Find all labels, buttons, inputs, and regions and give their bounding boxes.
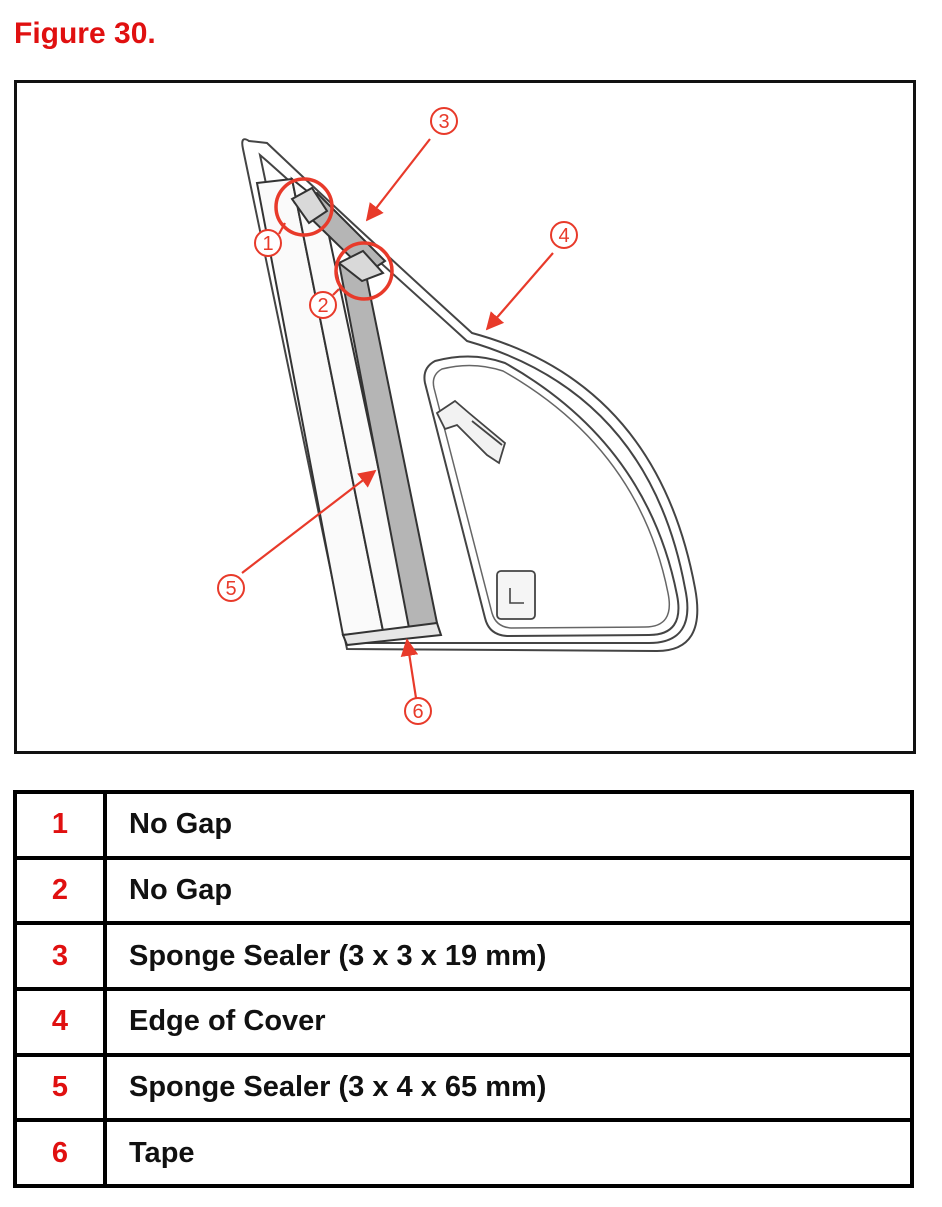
- legend-description: No Gap: [103, 790, 914, 860]
- legend-number: 2: [13, 855, 107, 926]
- legend-number: 6: [13, 1118, 107, 1188]
- legend-number: 5: [13, 1052, 107, 1123]
- table-row: 5 Sponge Sealer (3 x 4 x 65 mm): [13, 1052, 914, 1123]
- legend-table: 1 No Gap 2 No Gap 3 Sponge Sealer (3 x 3…: [13, 790, 914, 1188]
- inner-panel-lip: [432, 364, 670, 629]
- callout-5: 5: [217, 574, 245, 602]
- callout-6: 6: [404, 697, 432, 725]
- tape-end: [341, 621, 443, 647]
- legend-description: Sponge Sealer (3 x 3 x 19 mm): [103, 921, 914, 991]
- strip-caps: [290, 186, 385, 283]
- figure-title: Figure 30.: [14, 17, 156, 50]
- trim-cover-diagram: 1 2 3 4 5 6: [217, 107, 699, 725]
- callout-4: 4: [550, 221, 578, 249]
- table-row: 3 Sponge Sealer (3 x 3 x 19 mm): [13, 921, 914, 991]
- tab-icon: [496, 570, 536, 620]
- inner-panel: [423, 355, 680, 638]
- callout-3-label: 3: [438, 111, 449, 133]
- clip-icon: [435, 399, 507, 465]
- table-row: 6 Tape: [13, 1118, 914, 1188]
- no-gap-circle-2: [334, 241, 394, 301]
- callout-6-label: 6: [412, 701, 423, 723]
- callout-1-label: 1: [262, 233, 273, 255]
- callout-2-label: 2: [317, 295, 328, 317]
- callout-2: 2: [309, 291, 337, 319]
- callout-3: 3: [430, 107, 458, 135]
- legend-description: Tape: [103, 1118, 914, 1188]
- table-row: 4 Edge of Cover: [13, 986, 914, 1057]
- table-row: 2 No Gap: [13, 855, 914, 926]
- diagram-frame: 1 2 3 4 5 6: [14, 80, 916, 754]
- legend-number: 4: [13, 986, 107, 1057]
- table-row: 1 No Gap: [13, 790, 914, 860]
- legend-description: No Gap: [103, 855, 914, 926]
- no-gap-circle-1: [274, 177, 334, 237]
- legend-description: Edge of Cover: [103, 986, 914, 1057]
- legend-number: 3: [13, 921, 107, 991]
- callout-1: 1: [254, 229, 282, 257]
- callout-4-label: 4: [558, 225, 569, 247]
- legend-description: Sponge Sealer (3 x 4 x 65 mm): [103, 1052, 914, 1123]
- legend-number: 1: [13, 790, 107, 860]
- callout-5-label: 5: [225, 578, 236, 600]
- callout-arrows: [241, 138, 554, 699]
